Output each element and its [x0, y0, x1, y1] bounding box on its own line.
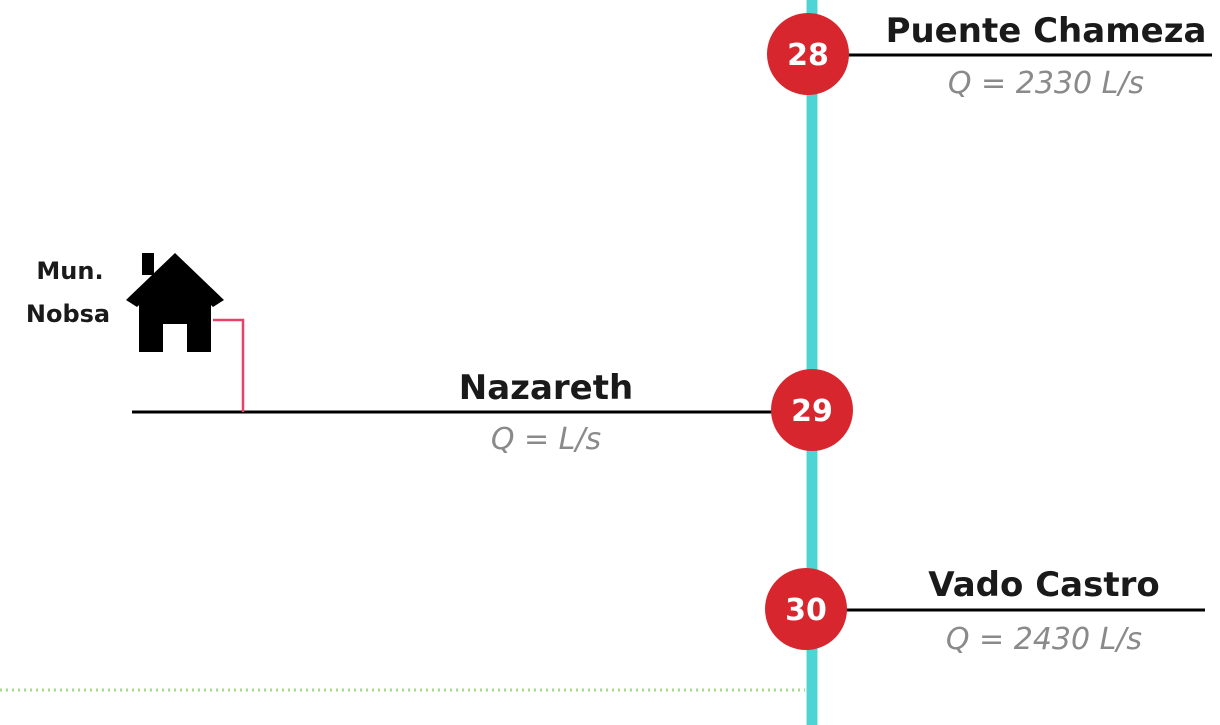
station-name-29: Nazareth: [459, 368, 633, 408]
station-flow-30: Q = 2430 L/s: [946, 622, 1142, 657]
station-flow-29: Q = L/s: [491, 422, 601, 457]
station-marker-28[interactable]: [767, 13, 849, 95]
station-marker-29[interactable]: [771, 369, 853, 451]
station-number-30: 30: [785, 593, 827, 628]
municipality-label-line2: Nobsa: [26, 300, 110, 328]
station-number-28: 28: [787, 38, 829, 73]
municipality-connector: [213, 318, 245, 412]
station-name-28: Puente Chameza: [886, 11, 1207, 51]
station-marker-30[interactable]: [765, 568, 847, 650]
house-icon: [126, 253, 224, 352]
station-flow-28: Q = 2330 L/s: [948, 66, 1144, 101]
station-name-30: Vado Castro: [928, 565, 1159, 605]
station-number-29: 29: [791, 394, 833, 429]
municipality-label-line1: Mun.: [36, 257, 103, 285]
